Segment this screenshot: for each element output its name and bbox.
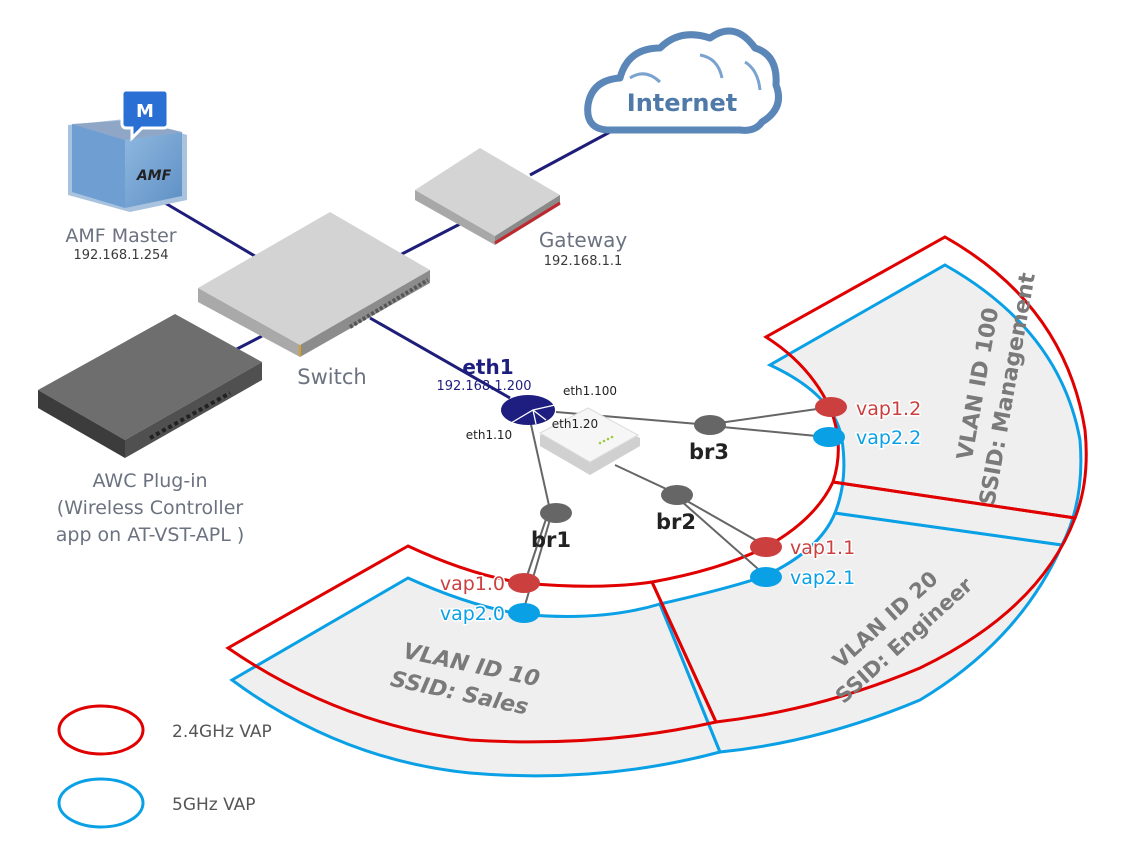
access-point[interactable]	[538, 407, 640, 475]
gateway-device[interactable]: Gateway 192.168.1.1	[415, 148, 627, 269]
br1-node	[540, 503, 572, 523]
ap-top	[538, 407, 640, 463]
legend-item-24ghz: 2.4GHz VAP	[57, 704, 272, 756]
zone-24ghz-vlan10	[225, 544, 719, 744]
zone-5ghz-vlan10	[229, 576, 723, 778]
link-br3-vap12	[711, 406, 832, 425]
vap1-1-node	[750, 537, 782, 557]
br3-label: br3	[689, 440, 729, 464]
vlan-zones	[225, 235, 1088, 778]
vap2-2[interactable]: vap2.2	[813, 426, 923, 451]
link-awc-switch	[234, 334, 263, 352]
br2-node	[661, 485, 693, 505]
legend-5ghz-swatch	[57, 777, 145, 829]
switch-device[interactable]: Switch	[198, 212, 430, 389]
zone-24ghz-vlan20	[649, 480, 1078, 724]
vap1-2[interactable]: vap1.2	[815, 397, 923, 422]
link-eth1-br1	[529, 419, 551, 511]
vap2-1[interactable]: vap2.1	[750, 566, 857, 591]
uplinks	[159, 130, 611, 400]
zone-5ghz-vlan100	[766, 263, 1083, 547]
vap2-0-node	[508, 603, 540, 623]
gateway-side	[415, 190, 495, 245]
amf-box-side	[72, 124, 125, 208]
bridge-br2[interactable]: br2	[656, 485, 696, 534]
legend-5ghz-label: 5GHz VAP	[172, 795, 256, 815]
eth1-20-label: eth1.20	[552, 417, 598, 431]
legend-24ghz-swatch	[57, 704, 145, 756]
bridge-br1[interactable]: br1	[531, 503, 572, 552]
link-amf-switch	[159, 198, 271, 267]
awc-appliance[interactable]: AWC Plug-in (Wireless Controller app on …	[38, 314, 262, 546]
eth1-subinterface-divider	[510, 404, 556, 425]
awc-ports	[149, 391, 231, 440]
vap2-1-node	[750, 567, 782, 587]
vap1-1-label: vap1.1	[790, 537, 855, 559]
vap-nodes: vap1.0 vap2.0 vap1.1 vap2.1 vap1.2 vap2.…	[438, 397, 923, 627]
amf-box-front	[125, 132, 182, 208]
link-br1-vap10	[524, 515, 548, 583]
vap1-2-label: vap1.2	[856, 398, 921, 420]
amf-master-device[interactable]: AMF M AMF Master 192.168.1.254	[65, 88, 187, 263]
awc-top	[38, 314, 262, 440]
eth1-ip: 192.168.1.200	[436, 379, 531, 394]
vap2-2-label: vap2.2	[856, 427, 921, 449]
eth1-node	[501, 395, 555, 425]
switch-top	[198, 212, 430, 345]
switch-label: Switch	[297, 365, 366, 389]
amf-master-label: AMF Master	[65, 225, 176, 247]
legend-24ghz-label: 2.4GHz VAP	[172, 722, 272, 742]
link-switch-eth1	[369, 316, 511, 400]
amf-box-top	[72, 120, 182, 140]
link-gateway-internet	[529, 130, 611, 177]
awc-side	[38, 390, 125, 458]
vap1-0-node	[508, 573, 540, 593]
vap2-0-label: vap2.0	[440, 603, 505, 625]
link-br2-vap11	[679, 496, 767, 547]
link-br2-vap21	[679, 499, 767, 577]
awc-label-3: app on AT-VST-APL )	[56, 524, 245, 546]
legend-item-5ghz: 5GHz VAP	[57, 777, 256, 829]
cloud-detail	[629, 53, 762, 91]
eth1-interface[interactable]: eth1 192.168.1.200 eth1.10 eth1.20 eth1.…	[436, 355, 617, 442]
gateway-top	[415, 148, 560, 236]
vap1-0-label: vap1.0	[440, 573, 505, 595]
eth1-label: eth1	[462, 355, 513, 379]
gateway-ip: 192.168.1.1	[544, 254, 623, 269]
ap-leds	[598, 435, 614, 445]
gateway-label: Gateway	[539, 228, 628, 252]
eth1-10-label: eth1.10	[466, 428, 512, 442]
legend: 2.4GHz VAP 5GHz VAP	[57, 704, 272, 829]
vap2-1-label: vap2.1	[790, 567, 855, 589]
br2-label: br2	[656, 510, 696, 534]
switch-side	[198, 288, 300, 357]
switch-ports	[348, 278, 430, 329]
amf-logo: AMF	[136, 168, 172, 184]
br3-node	[694, 415, 726, 435]
master-badge-icon	[120, 88, 170, 142]
gateway-ports	[494, 201, 561, 245]
bridge-br3[interactable]: br3	[689, 415, 729, 464]
master-badge-letter: M	[136, 101, 154, 122]
eth1-100-label: eth1.100	[563, 384, 617, 398]
vap1-2-node	[815, 397, 847, 417]
amf-master-ip: 192.168.1.254	[73, 248, 168, 263]
awc-label-1: AWC Plug-in	[92, 470, 207, 492]
vap1-0[interactable]: vap1.0	[438, 572, 540, 597]
awc-label-2: (Wireless Controller	[57, 497, 244, 519]
br1-label: br1	[531, 528, 571, 552]
vap2-2-node	[813, 427, 845, 447]
link-br3-vap22	[711, 425, 828, 438]
switch-front	[300, 270, 430, 357]
link-switch-gateway	[399, 222, 461, 257]
link-br1-vap20	[522, 515, 552, 613]
cloud-icon	[584, 27, 782, 134]
internet-label: Internet	[627, 89, 737, 117]
internet-cloud[interactable]: Internet	[584, 27, 782, 134]
vap1-1[interactable]: vap1.1	[750, 536, 857, 561]
vap2-0[interactable]: vap2.0	[438, 602, 540, 627]
